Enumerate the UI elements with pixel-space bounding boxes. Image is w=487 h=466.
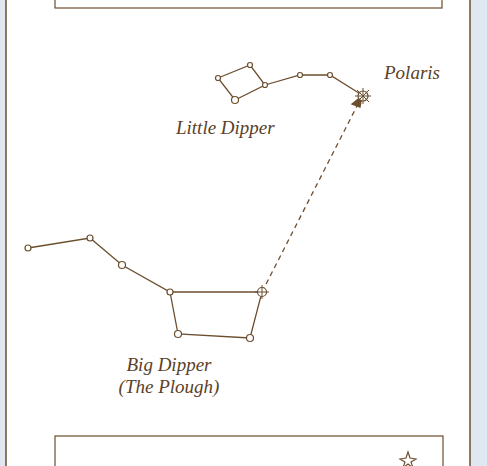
star-label: Little Dipper	[176, 117, 275, 139]
star-label: Polaris	[384, 62, 440, 84]
top-panel	[55, 0, 442, 8]
star-label: Big Dipper (The Plough)	[117, 354, 221, 398]
frame	[6, 0, 470, 466]
constellation-lines	[28, 65, 362, 338]
bottom-panel	[55, 436, 443, 466]
stars	[25, 63, 416, 466]
